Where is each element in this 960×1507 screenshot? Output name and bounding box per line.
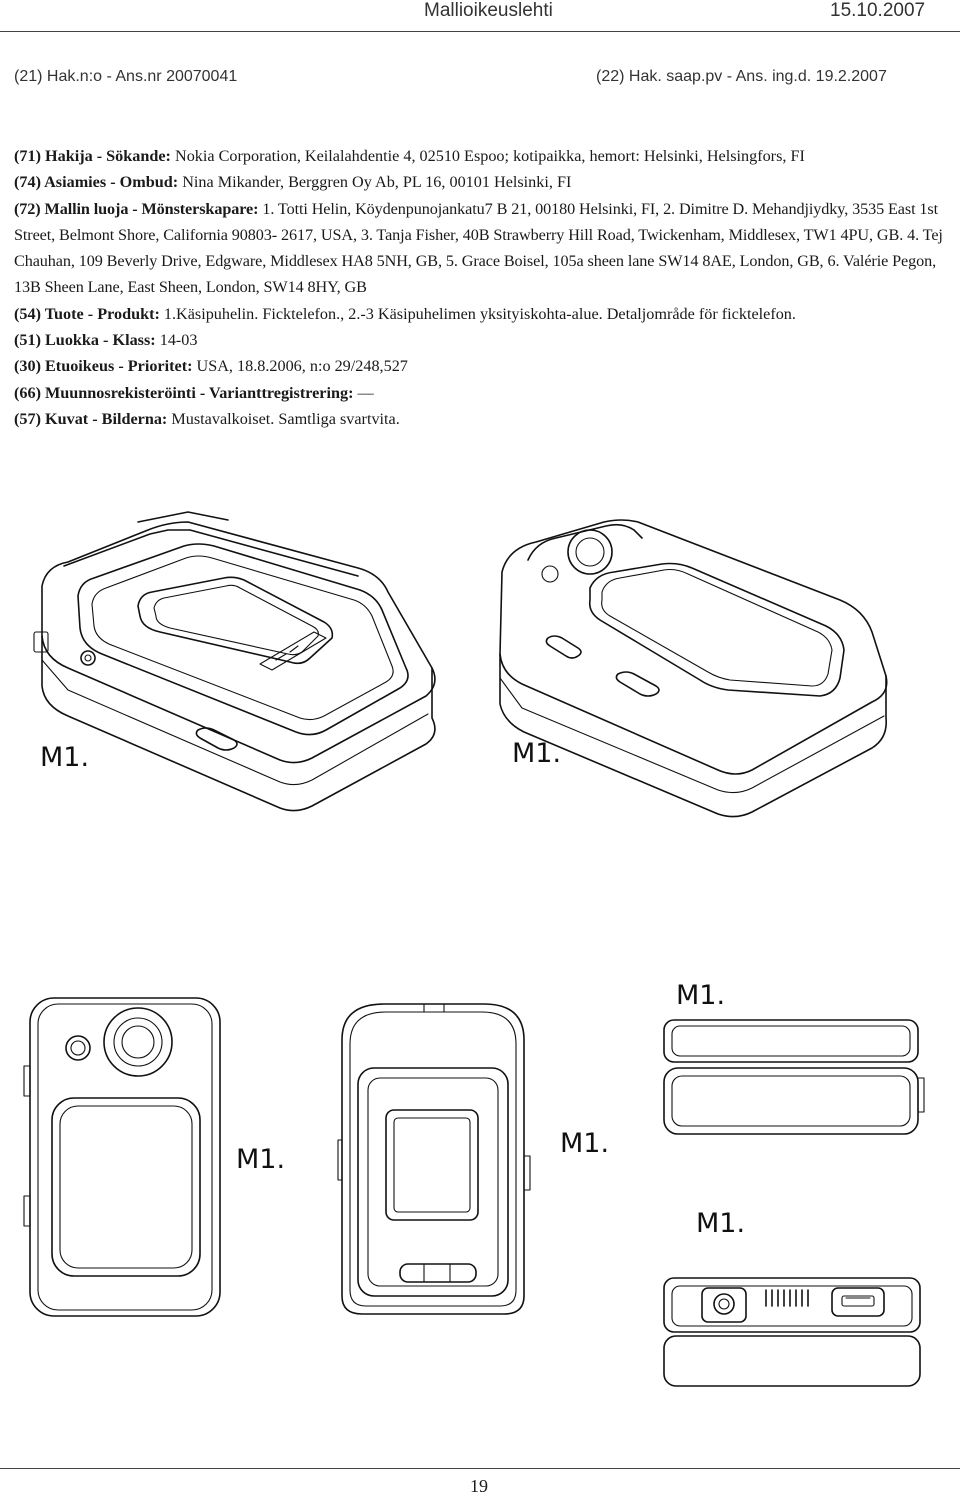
entry-label: (72) Mallin luoja - Mönsterskapare: [14, 199, 259, 218]
phone-back-view-drawing [23, 997, 221, 1317]
entry-label: (54) Tuote - Produkt: [14, 304, 160, 323]
entry-text: Nokia Corporation, Keilalahdentie 4, 025… [170, 147, 805, 165]
entry-text: 1. Totti Helin, Köydenpunojankatu7 B 21,… [14, 199, 943, 297]
entry-text: — [353, 383, 374, 402]
entry-text: Nina Mikander, Berggren Oy Ab, PL 16, 00… [178, 173, 572, 192]
header-rule [0, 31, 960, 32]
entry-label: (30) Etuoikeus - Prioritet: [14, 357, 193, 376]
publication-title: Mallioikeuslehti [424, 0, 553, 21]
filing-date: (22) Hak. saap.pv - Ans. ing.d. 19.2.200… [596, 68, 887, 85]
entry-label: (71) Hakija - Sökande: [14, 147, 171, 165]
figure-label-bottom-view: M1. [696, 1208, 746, 1239]
entry-figures: (57) Kuvat - Bilderna: Mustavalkoiset. S… [14, 406, 950, 432]
entry-designers: (72) Mallin luoja - Mönsterskapare: 1. T… [14, 196, 950, 301]
figure-label-back-perspective: M1. [512, 738, 562, 769]
application-number: (21) Hak.n:o - Ans.nr 20070041 [14, 68, 238, 85]
phone-back-perspective-drawing [499, 519, 888, 818]
entry-label: (66) Muunnosrekisteröinti - Varianttregi… [14, 383, 354, 402]
entry-product: (54) Tuote - Produkt: 1.Käsipuhelin. Fic… [14, 301, 950, 327]
entry-label: (51) Luokka - Klass: [14, 331, 156, 350]
publication-date: 15.10.2007 [830, 0, 926, 21]
entry-agent: (74) Asiamies - Ombud: Nina Mikander, Be… [14, 169, 950, 195]
phone-top-view-drawing [663, 1019, 925, 1135]
registry-entries: (71) Hakija - Sökande: Nokia Corporation… [14, 143, 950, 432]
entry-variant: (66) Muunnosrekisteröinti - Varianttregi… [14, 380, 950, 406]
phone-front-perspective-drawing [33, 511, 436, 812]
entry-text: 14-03 [155, 331, 198, 350]
entry-label: (57) Kuvat - Bilderna: [14, 409, 168, 428]
figure-label-front-view: M1. [560, 1128, 610, 1159]
footer-rule [0, 1468, 960, 1469]
phone-bottom-view-drawing [663, 1277, 921, 1387]
figure-label-front-perspective: M1. [40, 742, 90, 773]
figure-label-top-view: M1. [676, 980, 726, 1011]
entry-label: (74) Asiamies - Ombud: [14, 173, 179, 192]
entry-priority: (30) Etuoikeus - Prioritet: USA, 18.8.20… [14, 353, 950, 379]
phone-front-view-drawing [337, 1003, 531, 1315]
page-number: 19 [470, 1476, 488, 1496]
entry-text: 1.Käsipuhelin. Ficktelefon., 2.-3 Käsipu… [159, 304, 796, 323]
entry-text: USA, 18.8.2006, n:o 29/248,527 [192, 357, 408, 376]
entry-applicant: (71) Hakija - Sökande: Nokia Corporation… [14, 143, 950, 169]
entry-class: (51) Luokka - Klass: 14-03 [14, 327, 950, 353]
entry-text: Mustavalkoiset. Samtliga svartvita. [167, 409, 400, 428]
figure-label-back-view: M1. [236, 1144, 286, 1175]
